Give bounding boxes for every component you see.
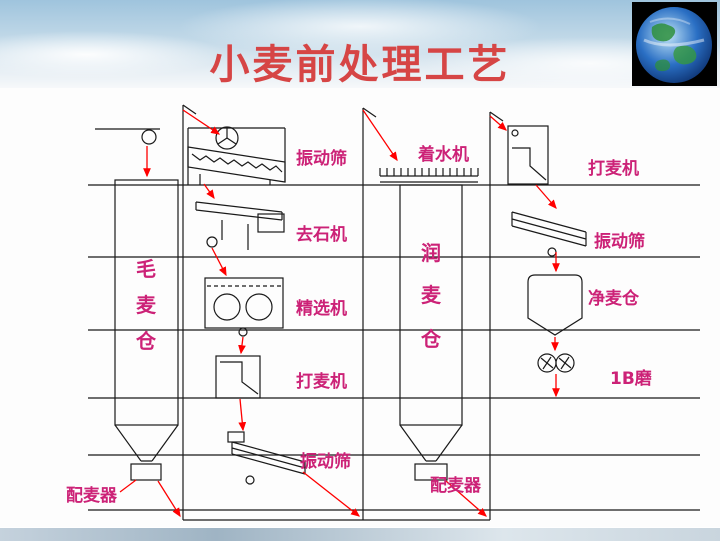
label-dampener: 着水机 bbox=[417, 144, 469, 165]
raw-wheat-bin-icon bbox=[114, 179, 179, 481]
mill-1b-icon bbox=[537, 353, 575, 373]
tempering-bin-icon bbox=[399, 184, 463, 481]
sky-header-image bbox=[0, 0, 720, 88]
conveyor-icon bbox=[95, 128, 160, 145]
label-vibrating-sieve-bottom: 振动筛 bbox=[300, 451, 351, 472]
earth-globe-icon bbox=[636, 7, 712, 83]
label-scourer-right: 打麦机 bbox=[588, 158, 639, 179]
earth-image bbox=[632, 2, 717, 86]
label-tempering-bin-char-1: 润 bbox=[421, 241, 441, 265]
vibrating-sieve-top-icon bbox=[187, 126, 286, 185]
selector-icon bbox=[204, 277, 284, 337]
page-title: 小麦前处理工艺 bbox=[209, 41, 511, 88]
label-dispenser-mid: 配麦器 bbox=[430, 475, 482, 496]
scourer-left-icon bbox=[215, 355, 261, 399]
label-vibrating-sieve-right: 振动筛 bbox=[594, 231, 645, 252]
bottom-strip bbox=[0, 527, 720, 541]
elevator-lines bbox=[182, 104, 504, 520]
floor-lines bbox=[88, 184, 700, 521]
label-dispenser-left: 配麦器 bbox=[66, 485, 118, 506]
vibrating-sieve-right-icon bbox=[511, 211, 587, 257]
vibrating-sieve-bottom-icon bbox=[227, 431, 306, 485]
label-vibrating-sieve-top: 振动筛 bbox=[296, 148, 347, 169]
scourer-right-icon bbox=[507, 125, 549, 185]
label-raw-bin-char-3: 仓 bbox=[135, 329, 157, 353]
flow-arrows bbox=[119, 109, 560, 518]
destoner-icon bbox=[195, 201, 285, 250]
label-destoner: 去石机 bbox=[296, 224, 347, 245]
label-clean-wheat-bin: 净麦仓 bbox=[588, 288, 640, 309]
label-tempering-bin-char-3: 仓 bbox=[420, 327, 442, 351]
label-mill-1b: 1B磨 bbox=[610, 368, 653, 389]
dampener-icon bbox=[379, 168, 479, 183]
process-flow-diagram: 振动筛 去石机 精选机 打麦机 振动筛 着水机 打麦机 振动筛 净麦仓 1B磨 … bbox=[66, 104, 700, 521]
label-tempering-bin-char-2: 麦 bbox=[421, 283, 442, 307]
label-scourer-left: 打麦机 bbox=[296, 371, 347, 392]
label-raw-bin-char-2: 麦 bbox=[136, 293, 157, 317]
label-selector: 精选机 bbox=[296, 298, 347, 319]
clean-wheat-bin-icon bbox=[527, 274, 583, 336]
label-raw-bin-char-1: 毛 bbox=[136, 257, 156, 281]
